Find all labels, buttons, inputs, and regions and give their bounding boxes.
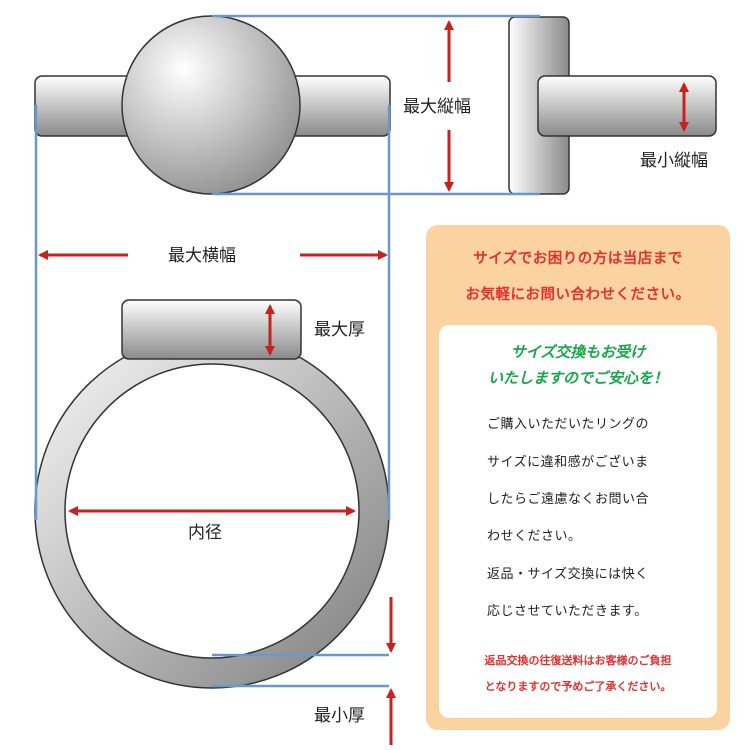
panel-heading-line-1: サイズでお困りの方は当店まで — [473, 251, 683, 267]
label-min-height: 最小縦幅 — [640, 151, 708, 171]
ring-side-band — [537, 75, 717, 137]
ring-side-view — [508, 16, 717, 195]
ring-head-circle — [121, 15, 301, 195]
ring-top-view — [34, 15, 391, 195]
card-body-line-4: わせください。 — [487, 529, 582, 544]
ring-front-view — [34, 299, 390, 689]
panel-heading-line-2: お気軽にお問い合わせください。 — [465, 287, 691, 303]
label-max-thickness: 最大厚 — [314, 320, 365, 340]
card-body-line-1: ご購入いただいたリングの — [487, 417, 650, 432]
label-max-height: 最大縦幅 — [403, 97, 471, 117]
card-note-line-1: 返品交換の往復送料はお客様のご負担 — [484, 654, 672, 667]
card-body-line-5: 返品・サイズ交換には快く — [487, 567, 649, 582]
card-note-line-2: となりますので予めご了承ください。 — [484, 680, 672, 693]
size-info-panel: サイズでお困りの方は当店まで お気軽にお問い合わせください。 サイズ交換もお受け… — [426, 225, 730, 730]
size-exchange-card: サイズ交換もお受け いたしますのでご安心を！ ご購入いただいたリングの サイズに… — [439, 325, 717, 718]
card-title-line-1: サイズ交換もお受け — [510, 343, 646, 361]
card-body-line-2: サイズに違和感がございま — [487, 455, 649, 470]
ring-front-head — [121, 299, 302, 360]
guide-lines — [34, 14, 540, 688]
card-body-line-6: 応じさせていただきます。 — [487, 604, 648, 619]
label-inner-diameter: 内径 — [188, 523, 222, 543]
label-max-width: 最大横幅 — [168, 246, 236, 266]
label-min-thickness: 最小厚 — [314, 706, 365, 726]
dimension-arrows — [38, 20, 689, 745]
card-body-line-3: したらご遠慮なくお問い合 — [487, 492, 650, 507]
card-title-line-2: いたしますのでご安心を！ — [487, 369, 668, 387]
